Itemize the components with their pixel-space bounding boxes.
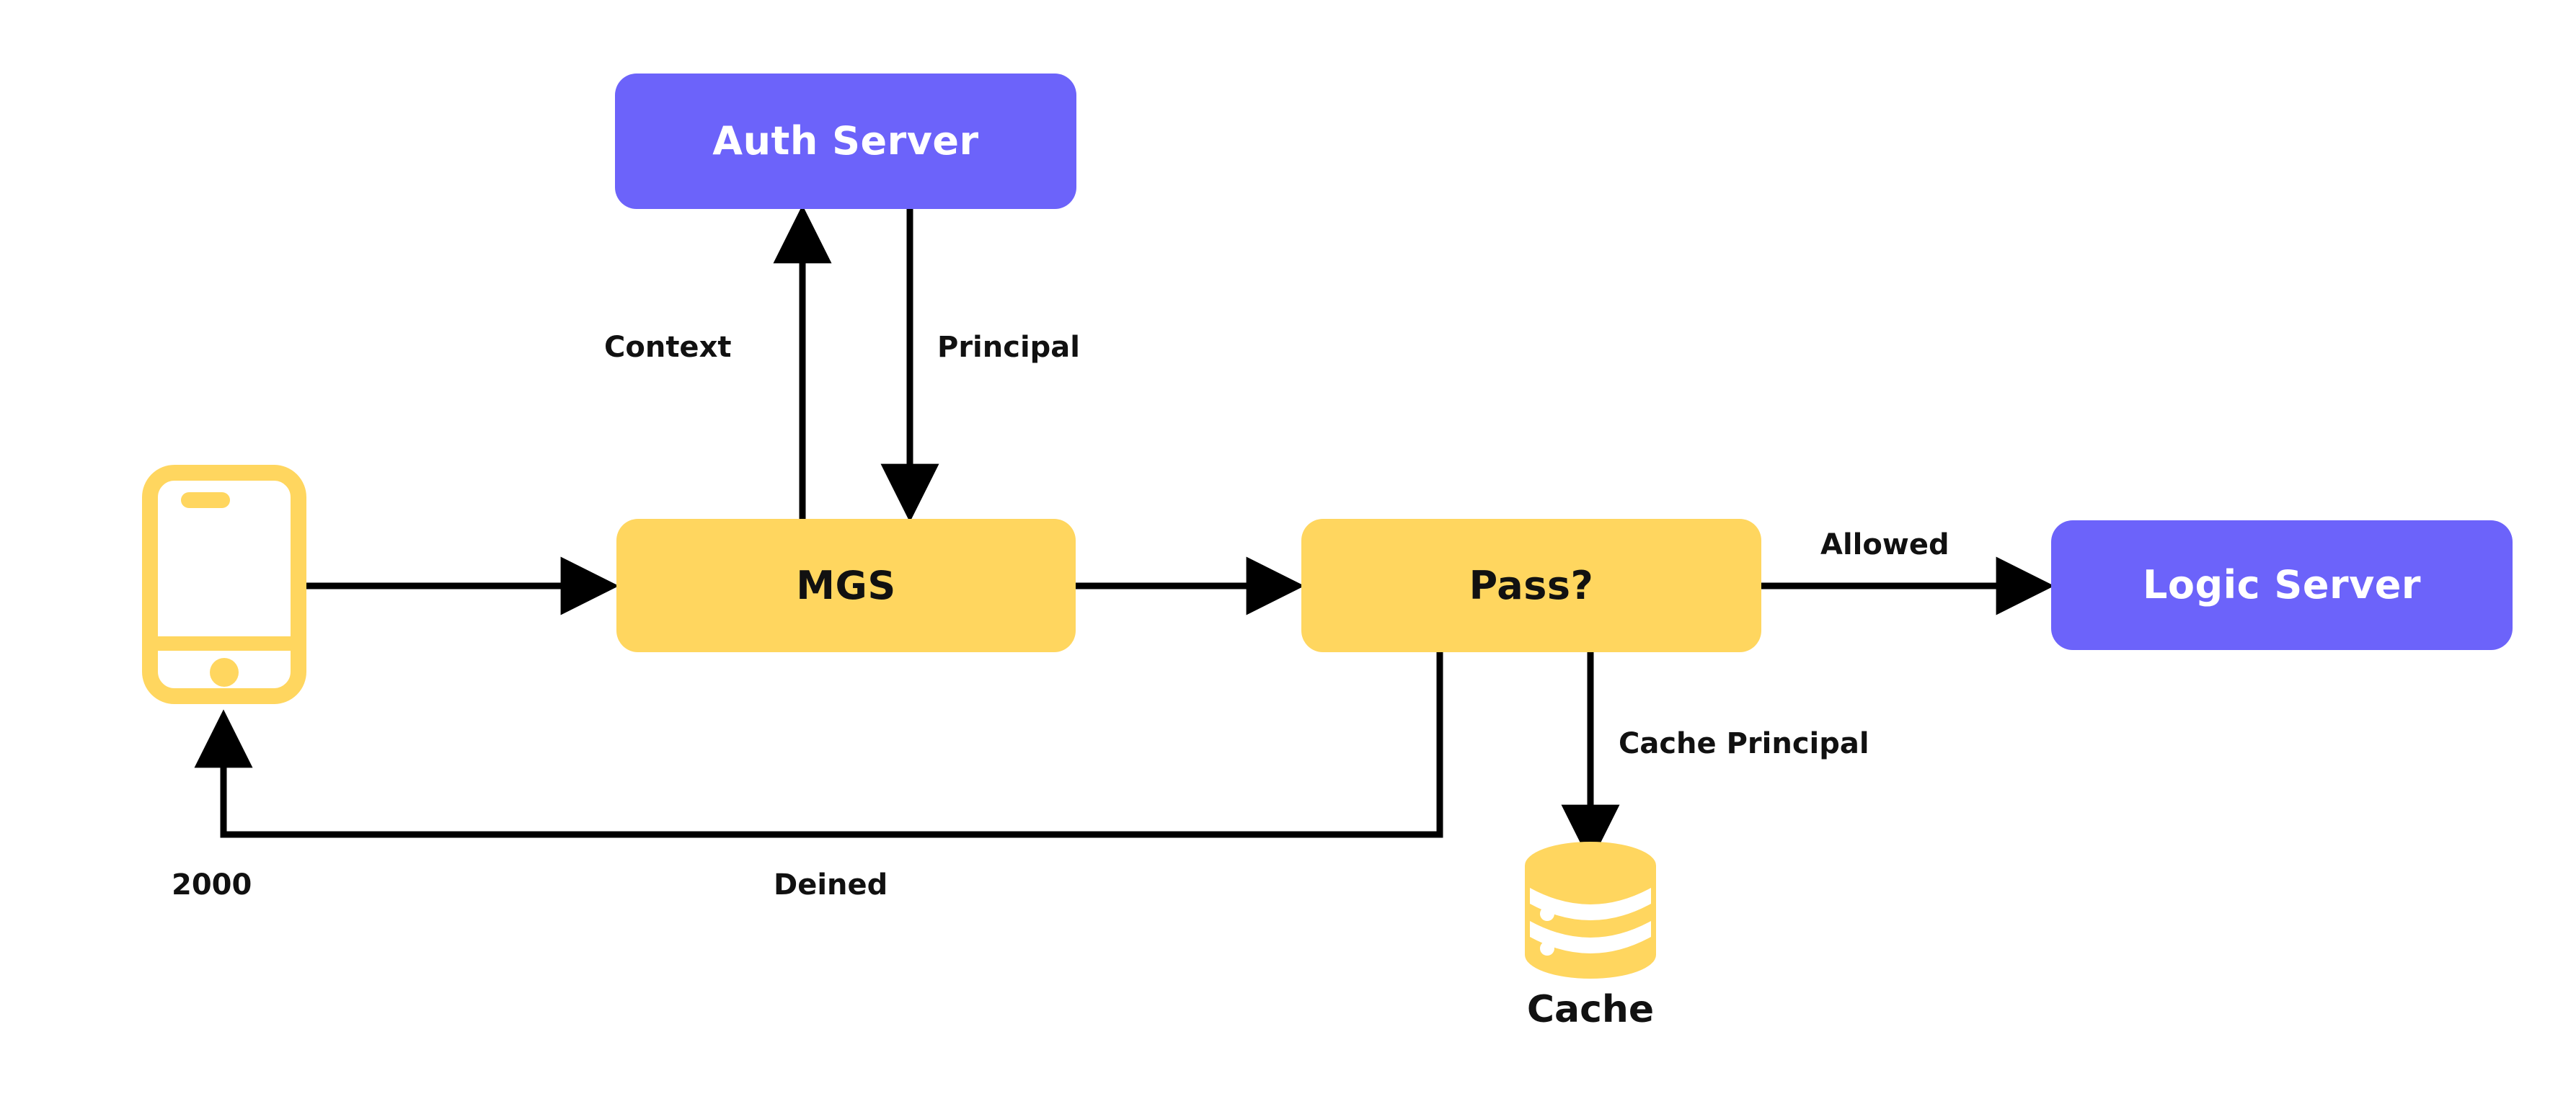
edge-label-context: Context — [604, 331, 732, 364]
node-phone[interactable] — [142, 465, 306, 704]
mobile-phone-icon — [142, 465, 306, 704]
edge-label-allowed: Allowed — [1820, 528, 1949, 561]
edge-label-cache-principal: Cache Principal — [1619, 727, 1869, 760]
node-pass-label: Pass? — [1469, 562, 1594, 608]
database-icon — [1525, 842, 1656, 979]
edge-pass-to-phone-deined — [194, 652, 1443, 838]
node-cache-label: Cache — [1526, 988, 1655, 1031]
node-auth-server-label: Auth Server — [712, 118, 979, 164]
node-logic-server[interactable]: Logic Server — [2051, 520, 2513, 650]
edge-label-principal: Principal — [937, 331, 1080, 364]
node-logic-server-label: Logic Server — [2142, 562, 2422, 608]
node-cache[interactable] — [1525, 842, 1656, 979]
node-auth-server[interactable]: Auth Server — [615, 74, 1076, 209]
node-mgs[interactable]: MGS — [616, 519, 1076, 652]
edge-label-code-2000: 2000 — [172, 868, 252, 902]
node-mgs-label: MGS — [796, 562, 896, 608]
node-pass[interactable]: Pass? — [1301, 519, 1761, 652]
edge-label-deined: Deined — [774, 868, 888, 902]
